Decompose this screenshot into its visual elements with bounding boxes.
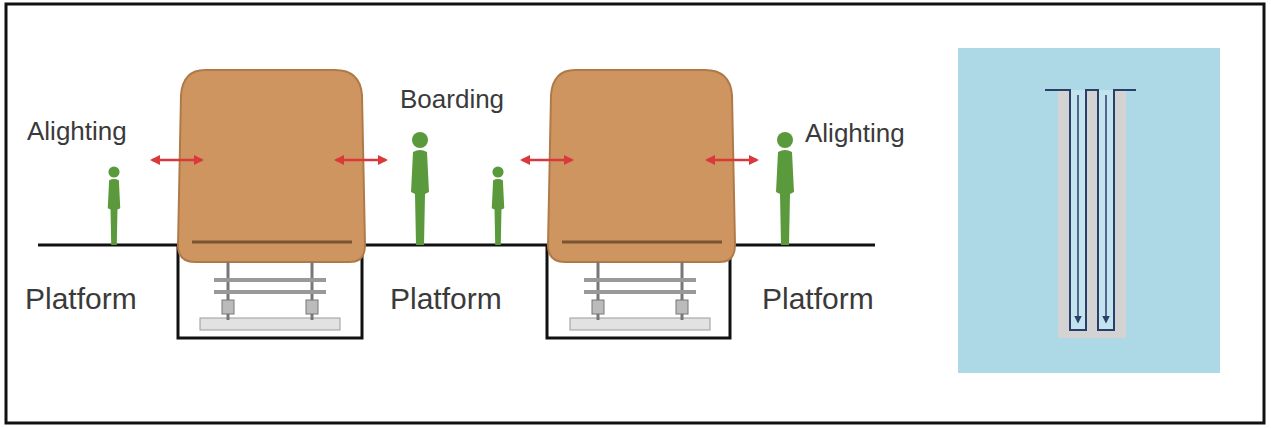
person-figure [108, 166, 121, 245]
person-figure [776, 132, 794, 245]
person-figure [411, 132, 429, 245]
platform-profile [38, 245, 875, 338]
platform-label: Platform [762, 284, 874, 314]
platform-label: Platform [25, 284, 137, 314]
train-2 [548, 70, 735, 330]
passenger-flow-label: Boarding [400, 86, 504, 112]
person-figure [492, 166, 505, 245]
frame-border [6, 4, 1264, 423]
flow-arrows [152, 159, 757, 162]
passenger-flow-label: Alighting [27, 118, 127, 144]
passenger-flow-label: Alighting [805, 120, 905, 146]
platform-label: Platform [390, 284, 502, 314]
track-layout-panel [958, 48, 1220, 373]
train-1 [178, 70, 365, 330]
